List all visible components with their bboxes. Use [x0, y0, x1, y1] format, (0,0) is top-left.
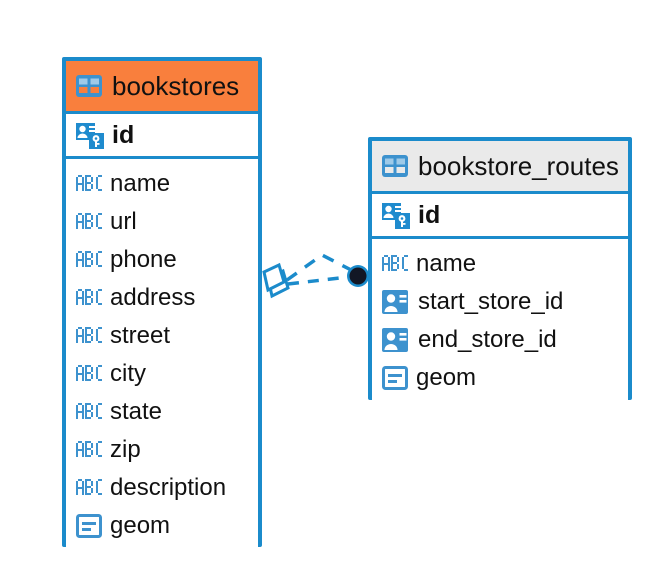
field-row[interactable]: city: [66, 355, 258, 393]
text-type-icon: [382, 255, 408, 273]
field-row[interactable]: name: [66, 165, 258, 203]
table-icon: [76, 75, 102, 97]
relationship-line-upper: [285, 252, 358, 282]
field-label: phone: [110, 246, 177, 273]
entity-title: bookstore_routes: [418, 151, 619, 181]
foreign-key-icon: [382, 327, 410, 353]
text-type-icon: [76, 365, 102, 383]
field-label: city: [110, 360, 146, 387]
text-type-icon: [76, 251, 102, 269]
relationship-target-endpoint[interactable]: [347, 265, 369, 287]
field-label: address: [110, 284, 196, 311]
field-label: street: [110, 322, 171, 349]
field-label: name: [110, 170, 171, 197]
field-row[interactable]: address: [66, 279, 258, 317]
relationship-source-handle[interactable]: [262, 262, 290, 299]
entity-title: bookstores: [112, 71, 240, 101]
primary-key-label: id: [112, 120, 135, 149]
field-label: geom: [416, 364, 477, 391]
primary-key-row[interactable]: id: [66, 111, 258, 159]
geometry-type-icon: [382, 366, 408, 390]
text-type-icon: [76, 213, 102, 231]
text-type-icon: [76, 327, 102, 345]
text-type-icon: [76, 175, 102, 193]
field-label: state: [110, 398, 163, 425]
field-row[interactable]: street: [66, 317, 258, 355]
field-label: geom: [110, 512, 171, 539]
table-icon: [382, 155, 408, 177]
relationship-line-lower: [287, 274, 358, 286]
field-row[interactable]: end_store_id: [372, 321, 628, 359]
field-label: url: [110, 208, 137, 235]
field-row[interactable]: description: [66, 469, 258, 507]
primary-key-row[interactable]: id: [372, 191, 628, 239]
geometry-type-icon: [76, 514, 102, 538]
primary-key-icon: [382, 201, 410, 229]
text-type-icon: [76, 441, 102, 459]
entity-header[interactable]: bookstores: [66, 61, 258, 111]
field-label: zip: [110, 436, 141, 463]
field-row[interactable]: start_store_id: [372, 283, 628, 321]
field-row[interactable]: geom: [372, 359, 628, 397]
field-row[interactable]: name: [372, 245, 628, 283]
field-row[interactable]: geom: [66, 507, 258, 545]
primary-key-icon: [76, 121, 104, 149]
text-type-icon: [76, 403, 102, 421]
field-label: start_store_id: [418, 288, 564, 315]
field-label: description: [110, 474, 227, 501]
field-row[interactable]: url: [66, 203, 258, 241]
entity-bookstores[interactable]: bookstores id: [62, 57, 262, 553]
field-row[interactable]: zip: [66, 431, 258, 469]
primary-key-label: id: [418, 200, 441, 229]
entity-bookstore_routes[interactable]: bookstore_routes id: [368, 137, 632, 405]
foreign-key-icon: [382, 289, 410, 315]
field-list: name url phone address street city state zip des…: [66, 159, 258, 553]
field-row[interactable]: state: [66, 393, 258, 431]
text-type-icon: [76, 479, 102, 497]
text-type-icon: [76, 289, 102, 307]
relationship-line-spacer: [284, 275, 357, 277]
field-row[interactable]: phone: [66, 241, 258, 279]
field-label: name: [416, 250, 477, 277]
entity-header[interactable]: bookstore_routes: [372, 141, 628, 191]
field-label: end_store_id: [418, 326, 557, 353]
